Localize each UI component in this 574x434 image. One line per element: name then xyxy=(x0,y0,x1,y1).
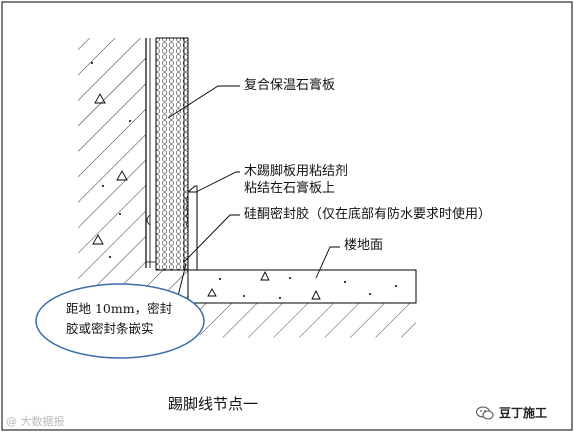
label-composite-panel: 复合保温石膏板 xyxy=(244,78,336,93)
label-adhesive-line2: 粘结在石膏板上 xyxy=(244,181,336,196)
drawing-caption: 踢脚线节点一 xyxy=(168,395,259,413)
floor-finish-layer xyxy=(187,269,417,304)
watermark-right-text: 豆丁施工 xyxy=(499,406,548,420)
watermark-right: 豆丁施工 xyxy=(476,404,547,421)
watermark-left: @ 大数据报 xyxy=(6,415,65,428)
wood-skirting-board xyxy=(187,191,198,271)
label-floor: 楼地面 xyxy=(344,238,384,253)
callout-bubble xyxy=(35,283,205,359)
callout-text-line2: 胶或密封条嵌实 xyxy=(66,321,154,336)
wechat-icon xyxy=(476,405,494,420)
leader-lines xyxy=(167,85,340,297)
floor-dots xyxy=(219,277,397,299)
wall-hatch xyxy=(78,38,190,338)
callout-text-line1: 距地 10mm，密封 xyxy=(66,301,173,316)
label-silicone-sealant: 硅酮密封胶（仅在底部有防水要求时使用） xyxy=(244,207,492,222)
label-adhesive-line1: 木踢脚板用粘结剂 xyxy=(244,164,349,179)
skirting-adhesive xyxy=(185,195,189,229)
skirting-top-bevel xyxy=(187,185,198,193)
panel-base-detail xyxy=(146,214,157,270)
floor-aggregate xyxy=(207,270,321,300)
composite-insulation-panel xyxy=(155,37,189,271)
slab-hatch xyxy=(200,303,416,338)
